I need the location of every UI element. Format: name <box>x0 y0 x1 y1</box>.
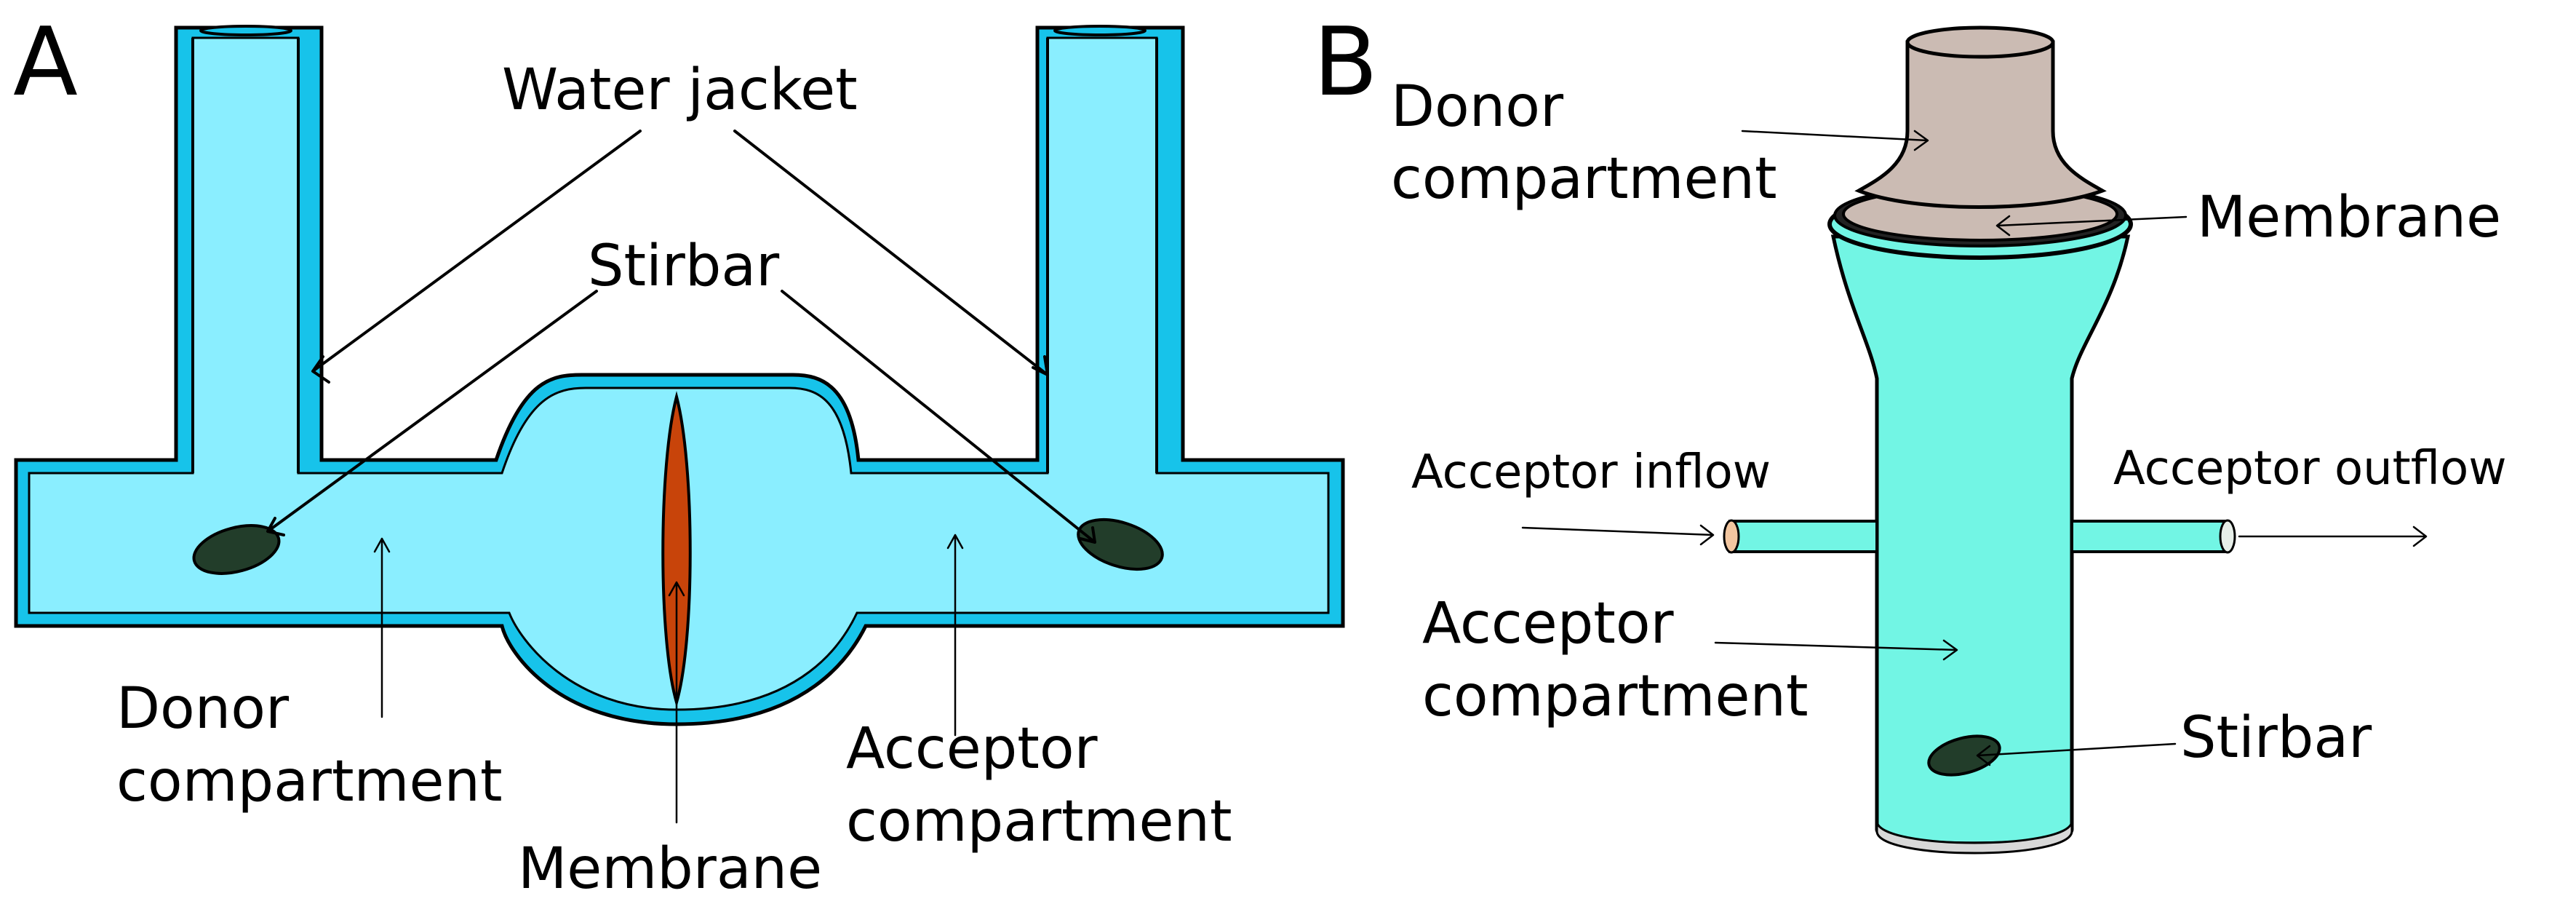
label-acceptor-line2-b: compartment <box>1422 664 1809 729</box>
panel-a-letter: A <box>13 7 78 117</box>
panel-b-leader-lines <box>1521 130 2428 766</box>
label-donor-line1-a: Donor <box>116 676 290 742</box>
acceptor-outflow-port <box>2070 519 2236 554</box>
water-jacket-arrow-right <box>733 130 1049 376</box>
label-acceptor-line2-a: compartment <box>846 789 1232 854</box>
panel-a: A Water jacket Stirbar Donor <box>13 7 1345 902</box>
donor-arrow <box>373 537 391 718</box>
membrane-arrow-b <box>1995 215 2188 237</box>
donor-arrow-b <box>1741 130 1929 151</box>
chamber-base-b <box>1875 820 2073 854</box>
label-donor-line2-a: compartment <box>116 749 503 814</box>
chamber-fluid <box>28 36 1330 711</box>
right-chimney-opening <box>1053 25 1147 36</box>
panel-b-letter: B <box>1313 7 1378 117</box>
label-membrane-a: Membrane <box>518 836 822 902</box>
inflow-arrow <box>1521 524 1715 546</box>
label-membrane-b: Membrane <box>2197 185 2501 250</box>
stirbar-arrow-b <box>1976 742 2177 766</box>
acceptor-inflow-port <box>1723 519 1878 554</box>
stirbar-arrow-left <box>266 290 598 536</box>
label-donor-line2-b: compartment <box>1391 146 1777 212</box>
label-acceptor-line1-b: Acceptor <box>1422 591 1675 657</box>
left-chimney-opening <box>199 25 292 36</box>
label-water-jacket: Water jacket <box>502 58 858 123</box>
water-jacket-arrow-left <box>311 130 642 384</box>
donor-compartment-b <box>1854 40 2107 209</box>
acceptor-arrow <box>946 534 964 737</box>
acceptor-arrow-b <box>1714 639 1958 661</box>
outflow-arrow <box>2238 526 2428 547</box>
label-acceptor-line1-a: Acceptor <box>846 716 1098 782</box>
label-acceptor-outflow: Acceptor outflow <box>2113 442 2507 496</box>
stirbar-b <box>1927 734 2001 777</box>
stirbar-arrow-right <box>781 290 1096 544</box>
stirbar-left <box>192 524 281 575</box>
label-stirbar-b: Stirbar <box>2180 705 2372 771</box>
label-donor-line1-b: Donor <box>1391 74 1564 140</box>
panel-b: B Donor <box>1313 7 2507 854</box>
donor-cup-opening <box>1905 25 2055 59</box>
label-stirbar-a: Stirbar <box>588 234 780 299</box>
panel-a-leader-lines <box>266 130 1096 824</box>
label-acceptor-inflow: Acceptor inflow <box>1411 445 1771 499</box>
membrane-arrow-a <box>668 581 685 824</box>
